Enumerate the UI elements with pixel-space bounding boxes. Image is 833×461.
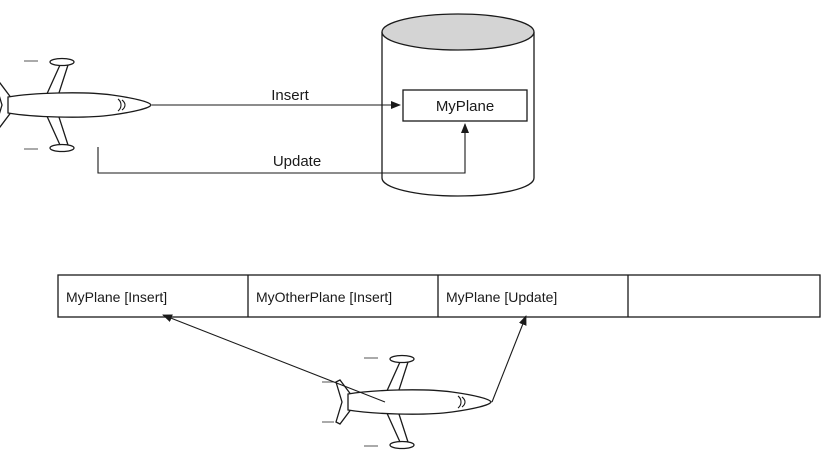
queue-strip: MyPlane [Insert] MyOtherPlane [Insert] M… bbox=[57, 274, 821, 318]
update-arrow bbox=[97, 123, 469, 174]
queue-cell-1: MyPlane [Insert] bbox=[66, 289, 167, 305]
queue-arrow-update bbox=[491, 315, 527, 403]
record-label: MyPlane bbox=[436, 98, 494, 115]
queue-cell-2: MyOtherPlane [Insert] bbox=[256, 289, 392, 305]
record-box: MyPlane bbox=[402, 89, 528, 122]
queue-arrow-insert bbox=[162, 314, 386, 403]
update-label: Update bbox=[273, 153, 321, 170]
queue-cell-3: MyPlane [Update] bbox=[446, 289, 557, 305]
insert-label: Insert bbox=[271, 87, 309, 104]
plane-icon bbox=[0, 57, 152, 153]
plane-icon bbox=[321, 354, 492, 450]
